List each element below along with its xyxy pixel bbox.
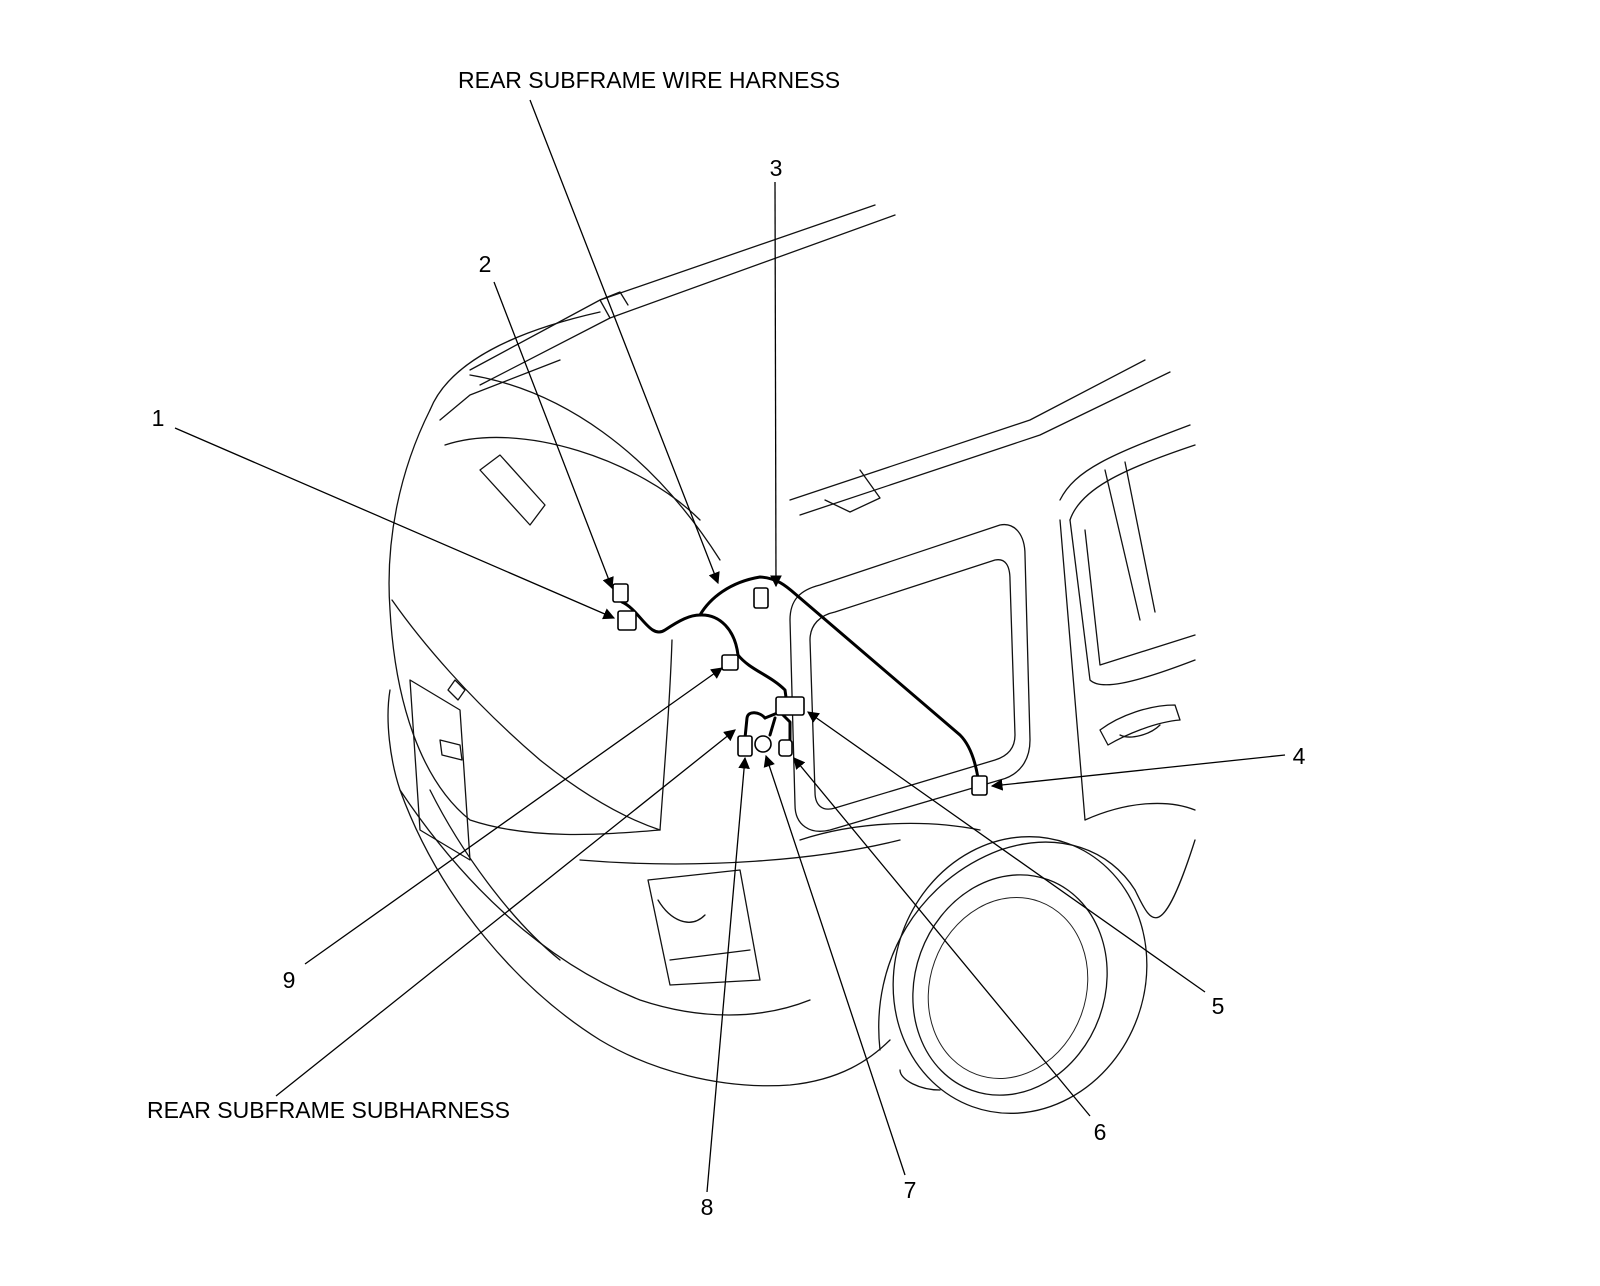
label-rear-subframe-wire-harness: REAR SUBFRAME WIRE HARNESS xyxy=(458,67,840,93)
callout-8: 8 xyxy=(701,1194,714,1220)
vehicle-outline xyxy=(387,204,1196,1114)
callout-1: 1 xyxy=(152,405,165,431)
connector-6 xyxy=(778,739,793,757)
connector-9 xyxy=(721,654,739,671)
callout-5: 5 xyxy=(1212,993,1225,1019)
callout-3: 3 xyxy=(770,155,783,181)
connectors xyxy=(612,583,988,796)
connector-1 xyxy=(617,610,637,631)
connector-7 xyxy=(754,735,772,753)
callout-6: 6 xyxy=(1094,1119,1107,1145)
connector-5 xyxy=(775,696,805,716)
callout-9: 9 xyxy=(283,967,296,993)
label-rear-subframe-subharness: REAR SUBFRAME SUBHARNESS xyxy=(147,1097,510,1123)
callout-2: 2 xyxy=(479,251,492,277)
rear-subframe-subharness xyxy=(743,710,792,747)
leader-lines xyxy=(174,99,1286,1193)
callout-7: 7 xyxy=(904,1177,917,1203)
connector-8 xyxy=(737,735,753,757)
connector-2 xyxy=(612,583,629,603)
callout-4: 4 xyxy=(1293,743,1306,769)
connector-3 xyxy=(753,587,769,609)
rear-subframe-wire-harness xyxy=(620,575,980,780)
connector-4 xyxy=(971,775,988,796)
